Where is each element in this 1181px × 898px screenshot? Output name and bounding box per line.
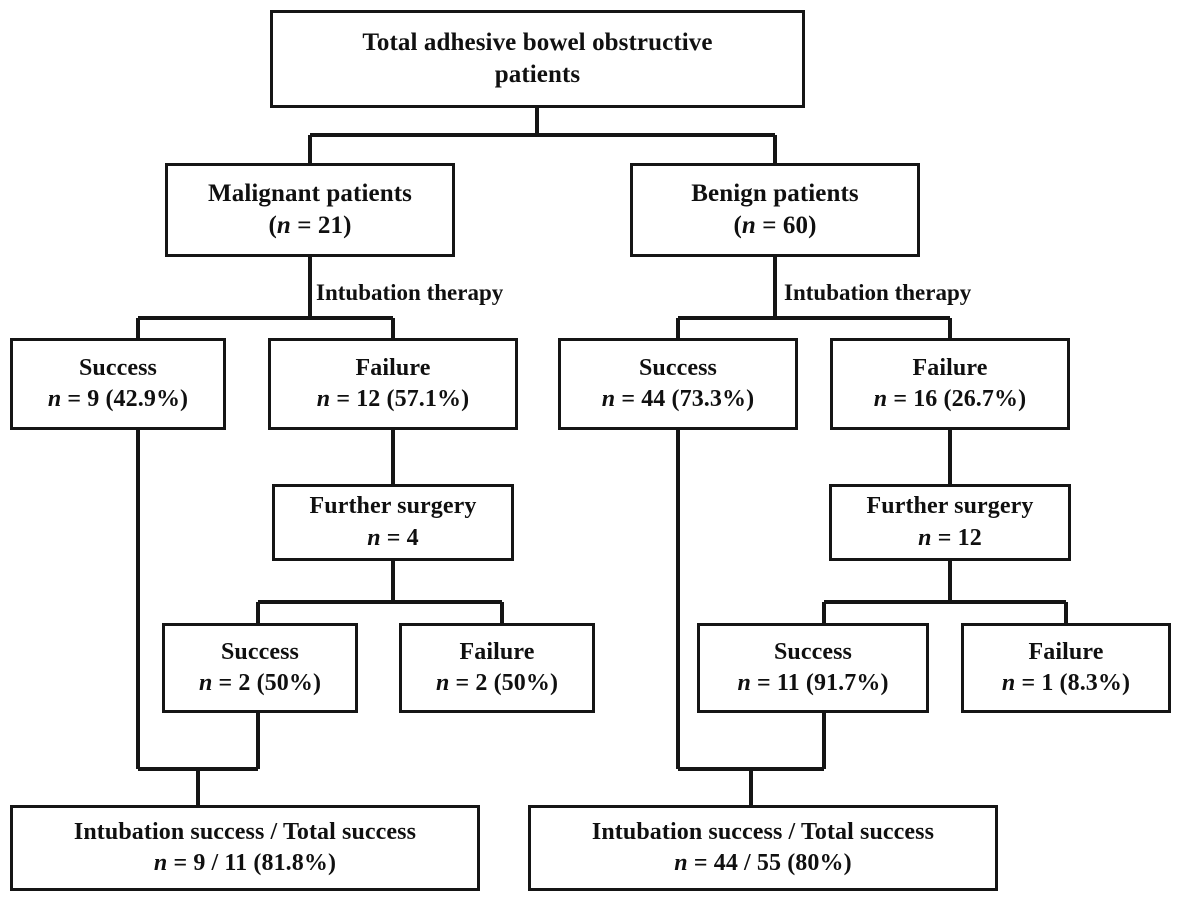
node-malignant-intubation-success[interactable]: Success n = 9 (42.9%): [10, 338, 226, 430]
node-benign-surgery-failure-title: Failure: [1028, 638, 1104, 665]
node-malignant-patients[interactable]: Malignant patients (n = 21): [165, 163, 455, 257]
node-benign-patients[interactable]: Benign patients (n = 60): [630, 163, 920, 257]
node-malignant-surgery-success-count: n = 2 (50%): [198, 670, 322, 696]
node-benign-intubation-success-count: n = 44 (73.3%): [601, 386, 755, 412]
node-malignant-surgery-failure[interactable]: Failure n = 2 (50%): [399, 623, 595, 713]
node-benign-intubation-failure[interactable]: Failure n = 16 (26.7%): [830, 338, 1070, 430]
node-malignant-summary-count: n = 9 / 11 (81.8%): [153, 850, 337, 876]
node-benign-further-surgery-count: n = 12: [918, 524, 982, 551]
node-benign-intubation-success-title: Success: [638, 354, 718, 381]
node-total-patients-line1: Total adhesive bowel obstructive: [362, 28, 713, 56]
node-total-patients-line2: patients: [494, 61, 581, 88]
node-benign-patients-count: (n = 60): [733, 212, 817, 239]
node-malignant-further-surgery-count: n = 4: [367, 524, 419, 551]
node-malignant-intubation-success-count: n = 9 (42.9%): [47, 386, 189, 412]
node-total-patients[interactable]: Total adhesive bowel obstructive patient…: [270, 10, 805, 108]
node-benign-intubation-failure-count: n = 16 (26.7%): [873, 386, 1027, 412]
node-benign-further-surgery-title: Further surgery: [866, 493, 1034, 520]
node-malignant-patients-count: (n = 21): [268, 212, 352, 239]
node-malignant-intubation-failure-title: Failure: [355, 354, 431, 381]
node-malignant-patients-line1: Malignant patients: [208, 179, 412, 207]
node-malignant-further-surgery[interactable]: Further surgery n = 4: [272, 484, 514, 561]
node-benign-patients-line1: Benign patients: [691, 179, 859, 207]
node-malignant-further-surgery-title: Further surgery: [309, 493, 477, 520]
node-malignant-surgery-success[interactable]: Success n = 2 (50%): [162, 623, 358, 713]
node-benign-surgery-success-title: Success: [773, 638, 853, 665]
node-malignant-intubation-failure[interactable]: Failure n = 12 (57.1%): [268, 338, 518, 430]
node-malignant-intubation-success-title: Success: [78, 354, 158, 381]
node-benign-summary[interactable]: Intubation success / Total success n = 4…: [528, 805, 998, 891]
node-malignant-surgery-success-title: Success: [220, 638, 300, 665]
node-benign-intubation-success[interactable]: Success n = 44 (73.3%): [558, 338, 798, 430]
node-benign-surgery-failure-count: n = 1 (8.3%): [1001, 670, 1131, 696]
node-malignant-summary-title: Intubation success / Total success: [73, 818, 417, 845]
node-benign-summary-count: n = 44 / 55 (80%): [674, 850, 852, 876]
node-benign-surgery-failure[interactable]: Failure n = 1 (8.3%): [961, 623, 1171, 713]
node-benign-further-surgery[interactable]: Further surgery n = 12: [829, 484, 1071, 561]
node-malignant-summary[interactable]: Intubation success / Total success n = 9…: [10, 805, 480, 891]
edge-label-malignant-intubation-therapy: Intubation therapy: [316, 280, 504, 305]
node-malignant-surgery-failure-count: n = 2 (50%): [435, 670, 559, 696]
node-benign-intubation-failure-title: Failure: [912, 354, 988, 381]
edge-label-benign-intubation-therapy: Intubation therapy: [784, 280, 972, 305]
node-benign-surgery-success-count: n = 11 (91.7%): [737, 670, 889, 696]
node-benign-surgery-success[interactable]: Success n = 11 (91.7%): [697, 623, 929, 713]
node-malignant-surgery-failure-title: Failure: [459, 638, 535, 665]
node-benign-summary-title: Intubation success / Total success: [591, 818, 935, 845]
node-malignant-intubation-failure-count: n = 12 (57.1%): [316, 386, 470, 412]
